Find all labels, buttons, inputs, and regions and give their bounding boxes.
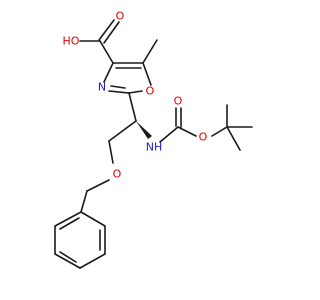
- atom-label-ether-o: O: [113, 168, 122, 181]
- ring-bond-4: [54, 253, 81, 269]
- bond-calpha-ch2: [108, 120, 137, 142]
- bond-c4-cacid: [99, 40, 114, 64]
- bond-ccarb-o-ester: [177, 126, 197, 137]
- bond-n3-c2-outer: [108, 90, 130, 94]
- bond-ch2-ipso: [80, 190, 88, 213]
- bond-nh-ccarb: [159, 126, 179, 143]
- bond-c4-n3: [103, 62, 114, 83]
- ring-bond-3: [79, 253, 106, 269]
- bond-lines: [54, 19, 253, 269]
- bond-c5-methyl: [142, 39, 158, 64]
- ring-bond-1: [80, 211, 106, 227]
- bond-n3-c2-inner: [110, 85, 126, 89]
- atom-label-oxazole-o: O: [146, 85, 155, 98]
- atom-label-oxazole-n: N: [98, 81, 106, 94]
- ring-double-2: [59, 251, 77, 263]
- atom-label-carbamate-carbonyl-o: O: [174, 95, 183, 108]
- atom-label-nh: NH: [146, 141, 163, 154]
- ring-double-3: [59, 217, 80, 230]
- bond-ch2-o-ether: [108, 140, 114, 164]
- bond-o1-c2: [128, 90, 143, 94]
- bond-cacid-o-double-2: [103, 21, 120, 44]
- bond-c2-calpha: [128, 92, 137, 122]
- chemical-structure-diagram: HO O N O NH O O O: [54, 10, 253, 269]
- bond-cacid-o-double-1: [98, 19, 115, 41]
- bond-ctert-me-down: [226, 126, 241, 151]
- bond-o-ether-ch2: [86, 179, 110, 192]
- bond-c5-o1: [142, 62, 152, 86]
- atom-label-acid-carbonyl-o: O: [116, 10, 125, 23]
- ring-bond-6: [54, 211, 82, 227]
- atom-labels: HO O N O NH O O O: [63, 10, 208, 181]
- bond-o-ester-ctert: [211, 126, 228, 137]
- atom-label-hydroxyl: HO: [63, 35, 80, 48]
- atom-label-carbamate-ester-o: O: [199, 131, 208, 144]
- wedge-bond-calpha-n: [136, 121, 152, 139]
